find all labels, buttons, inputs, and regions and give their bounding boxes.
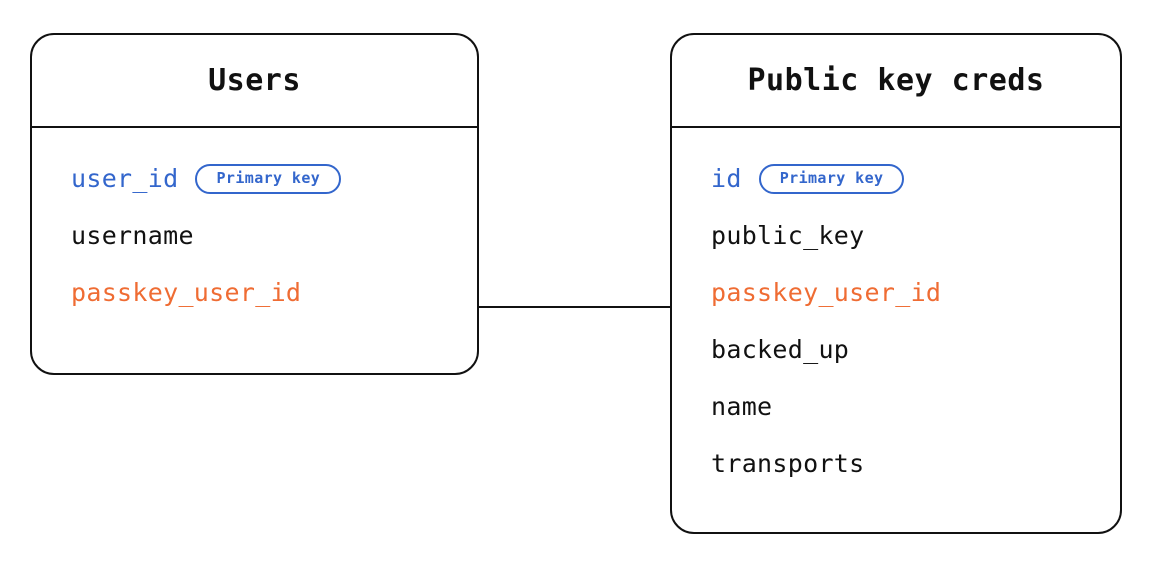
field-name: public_key: [711, 221, 865, 250]
field-name: transports: [711, 449, 865, 478]
field-name: name: [711, 392, 773, 421]
field-name: user_id: [71, 164, 179, 193]
entity-card-public-key-creds[interactable]: Public key creds id Primary key public_key…: [670, 33, 1122, 534]
entity-title-users: Users: [208, 63, 301, 98]
field-row[interactable]: backed_up: [672, 321, 1120, 378]
field-row[interactable]: user_id Primary key: [32, 150, 477, 207]
primary-key-badge: Primary key: [758, 163, 905, 194]
field-row[interactable]: passkey_user_id: [672, 264, 1120, 321]
field-row[interactable]: transports: [672, 435, 1120, 492]
entity-header-public-key-creds: Public key creds: [672, 35, 1120, 128]
field-name: id: [711, 164, 742, 193]
relationship-connector-users-to-creds: [479, 306, 670, 308]
field-row[interactable]: name: [672, 378, 1120, 435]
entity-title-public-key-creds: Public key creds: [747, 63, 1045, 98]
field-row[interactable]: username: [32, 207, 477, 264]
field-name: passkey_user_id: [711, 278, 942, 307]
field-name: backed_up: [711, 335, 850, 364]
field-row[interactable]: id Primary key: [672, 150, 1120, 207]
primary-key-badge: Primary key: [195, 163, 342, 194]
field-row[interactable]: passkey_user_id: [32, 264, 477, 321]
entity-header-users: Users: [32, 35, 477, 128]
field-name: passkey_user_id: [71, 278, 302, 307]
field-name: username: [71, 221, 194, 250]
field-row[interactable]: public_key: [672, 207, 1120, 264]
